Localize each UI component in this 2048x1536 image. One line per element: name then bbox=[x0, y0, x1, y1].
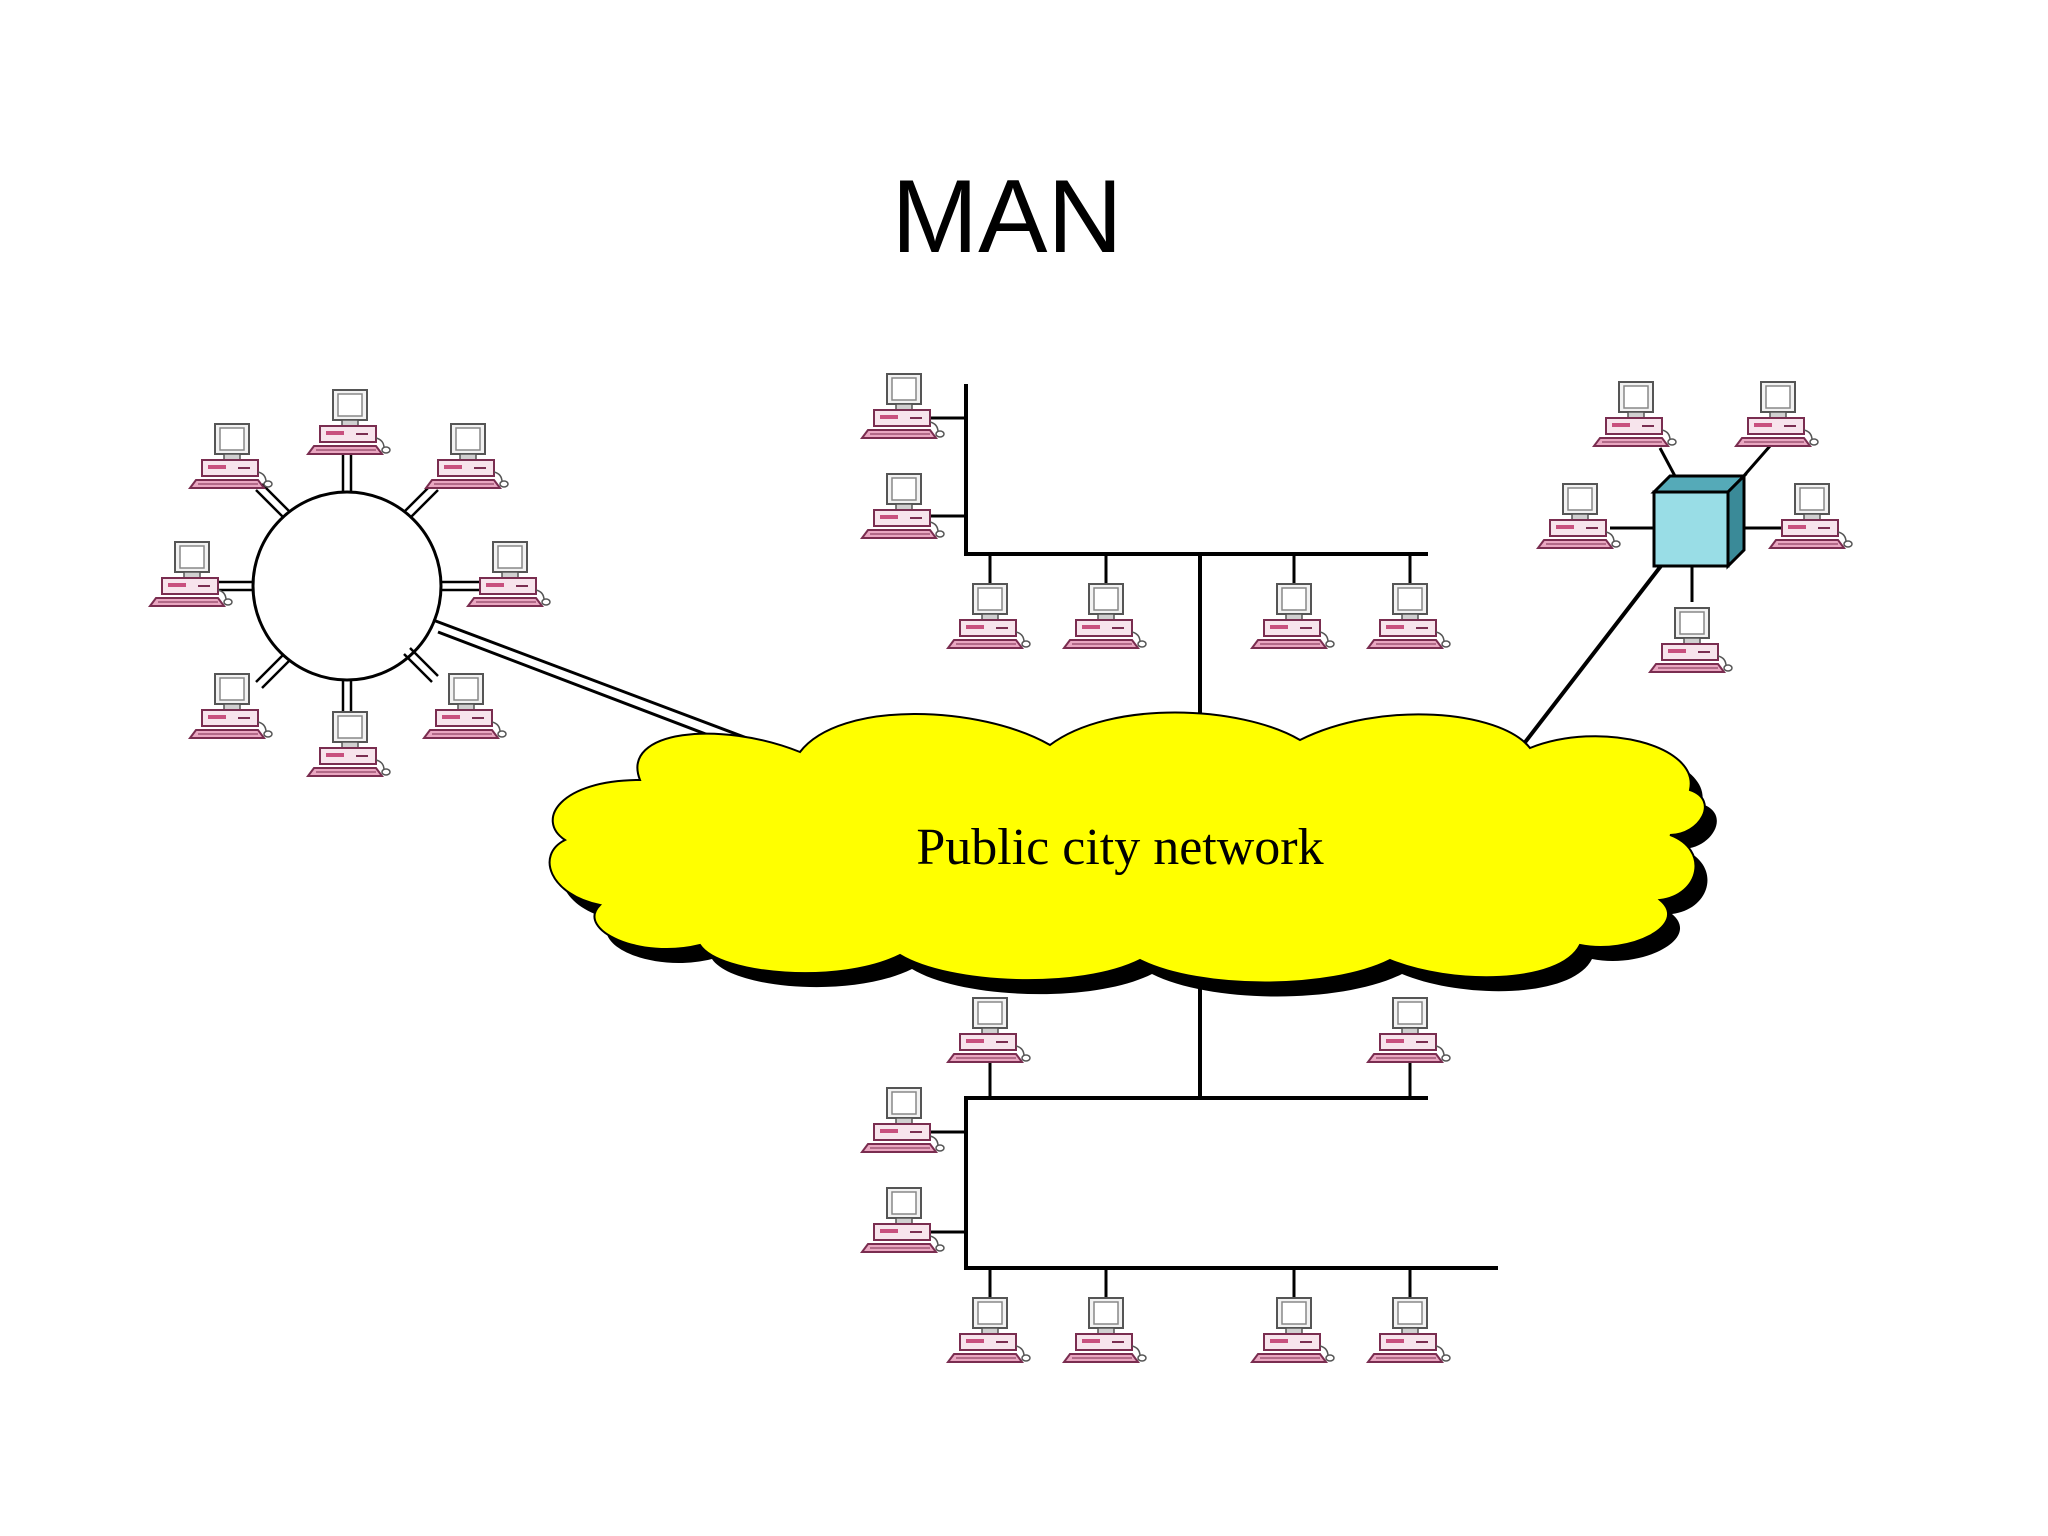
bus-lan-top bbox=[930, 384, 1428, 724]
computer-icon bbox=[307, 711, 391, 777]
computer-icon bbox=[467, 541, 551, 607]
computer-icon bbox=[1649, 607, 1733, 673]
computer-icon bbox=[947, 997, 1031, 1063]
computer-icon bbox=[1769, 483, 1853, 549]
computer-icon bbox=[861, 1187, 945, 1253]
computer-icon bbox=[189, 673, 273, 739]
computer-icon bbox=[189, 423, 273, 489]
computer-icon bbox=[1367, 997, 1451, 1063]
computer-icon bbox=[861, 373, 945, 439]
ring-network-icon bbox=[251, 490, 443, 682]
switch-box-icon bbox=[1650, 472, 1748, 570]
computer-icon bbox=[1537, 483, 1621, 549]
star-lan bbox=[1514, 381, 1853, 756]
computer-icon bbox=[423, 673, 507, 739]
computer-icon bbox=[861, 1087, 945, 1153]
computer-icon bbox=[149, 541, 233, 607]
computer-icon bbox=[1367, 583, 1451, 649]
computer-icon bbox=[425, 423, 509, 489]
computer-icon bbox=[1063, 583, 1147, 649]
ring-lan bbox=[149, 389, 801, 777]
cloud-label: Public city network bbox=[916, 819, 1323, 876]
computer-icon bbox=[1593, 381, 1677, 447]
computer-icon bbox=[1063, 1297, 1147, 1363]
computer-icon bbox=[947, 583, 1031, 649]
public-city-network-cloud: Public city network bbox=[548, 711, 1717, 997]
computer-icon bbox=[1367, 1297, 1451, 1363]
computer-icon bbox=[307, 389, 391, 455]
computer-icon bbox=[861, 473, 945, 539]
computer-icon bbox=[1735, 381, 1819, 447]
computer-icon bbox=[947, 1297, 1031, 1363]
computer-icon bbox=[1251, 1297, 1335, 1363]
slide-title: MAN bbox=[891, 159, 1123, 275]
computer-icon bbox=[1251, 583, 1335, 649]
